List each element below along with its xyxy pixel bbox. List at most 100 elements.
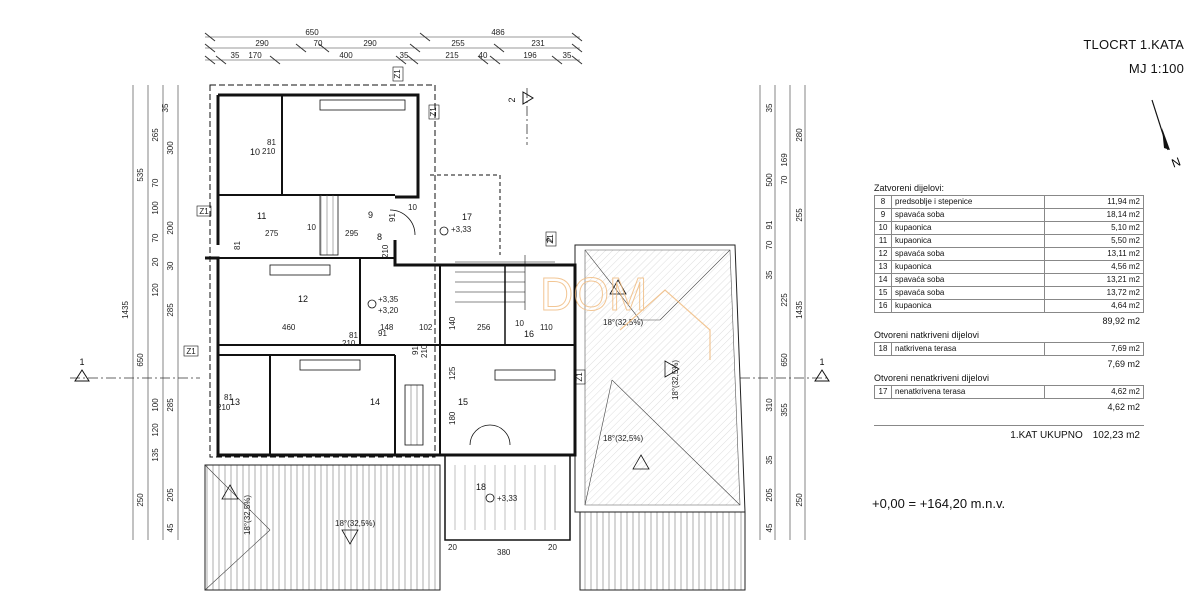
room-no: 11 bbox=[874, 234, 892, 248]
inner-dim-275: 275 bbox=[265, 229, 279, 238]
dim-right-12: 650 bbox=[780, 353, 789, 367]
room-area: 13,11 m2 bbox=[1044, 247, 1144, 261]
covered-parts-header: Otvoreni natkriveni dijelovi bbox=[874, 330, 980, 340]
dim-left-11: 30 bbox=[166, 261, 175, 270]
dim-left-21: 45 bbox=[166, 523, 175, 532]
inner-dim-81a: 81 bbox=[267, 138, 276, 147]
dim-top-35c: 35 bbox=[563, 51, 572, 60]
inner-dim-81d: 81 bbox=[349, 331, 358, 340]
dim-left-18: 135 bbox=[151, 448, 160, 462]
dim-top-650: 650 bbox=[305, 28, 319, 37]
room-no: 15 bbox=[874, 286, 892, 300]
room-area: 13,21 m2 bbox=[1044, 273, 1144, 287]
dim-right-3: 500 bbox=[765, 173, 774, 187]
dim-right-5: 169 bbox=[780, 153, 789, 167]
level-markers: +3,33 +3,35 +3,20 +3,33 bbox=[367, 225, 518, 503]
inner-dim-210b: 210 bbox=[342, 339, 356, 348]
room-area: 5,10 m2 bbox=[1044, 221, 1144, 235]
room-name: kupaonica bbox=[891, 234, 1045, 248]
grand-total-value: 102,23 m2 bbox=[1092, 430, 1140, 441]
dim-left-19: 250 bbox=[136, 493, 145, 507]
dim-right-16: 250 bbox=[795, 493, 804, 507]
room-name: natkrivena terasa bbox=[891, 342, 1045, 356]
drawing-scale: MJ 1:100 bbox=[1128, 61, 1184, 76]
dim-top-40: 40 bbox=[479, 51, 488, 60]
room-10: 10 bbox=[250, 147, 260, 157]
inner-dim-180: 180 bbox=[448, 411, 457, 425]
watermark-house-logo bbox=[619, 289, 711, 360]
room-name: kupaonica bbox=[891, 260, 1045, 274]
roof-right bbox=[574, 244, 746, 513]
dim-top-290a: 290 bbox=[255, 39, 269, 48]
watermark-text: DOM bbox=[540, 268, 647, 320]
tag-z1-left-2: Z1 bbox=[186, 347, 196, 356]
inner-dim-10b: 10 bbox=[515, 319, 524, 328]
room-name: spavaća soba bbox=[891, 273, 1045, 287]
dim-left-13: 650 bbox=[136, 353, 145, 367]
dim-left-8: 70 bbox=[151, 233, 160, 242]
dim-right-17: 205 bbox=[765, 488, 774, 502]
covered-parts-total: 7,69 m2 bbox=[1107, 359, 1140, 369]
roof-arrow-1 bbox=[609, 279, 627, 295]
roof-slope-3: 18°(32,5%) bbox=[603, 434, 643, 443]
room-area: 4,56 m2 bbox=[1044, 260, 1144, 274]
dim-left-20: 205 bbox=[166, 488, 175, 502]
room-no: 8 bbox=[874, 195, 892, 209]
inner-dim-140: 140 bbox=[448, 316, 457, 330]
inner-dim-256: 256 bbox=[477, 323, 491, 332]
roof-slope-4: 18°(32,5%) bbox=[243, 495, 252, 535]
inner-dim-460: 460 bbox=[282, 323, 296, 332]
room-name: spavaća soba bbox=[891, 286, 1045, 300]
roof-slope-5: 18°(32,5%) bbox=[335, 519, 375, 528]
house-walls bbox=[205, 84, 577, 541]
left-dimension-chain bbox=[132, 85, 179, 540]
roof-arrow-4 bbox=[221, 484, 239, 500]
inner-dim-110: 110 bbox=[540, 323, 553, 332]
drawing-title-block: TLOCRT 1.KATA MJ 1:100 bbox=[1083, 33, 1184, 81]
closed-parts-header: Zatvoreni dijelovi: bbox=[874, 183, 945, 193]
room-area: 13,72 m2 bbox=[1044, 286, 1144, 300]
dim-top-215: 215 bbox=[445, 51, 459, 60]
room-14: 14 bbox=[370, 397, 380, 407]
section-label-1-right: 1 bbox=[819, 357, 824, 367]
north-label: N bbox=[1170, 154, 1183, 170]
inner-dimensions: 275 10 295 460 148 102 256 10 110 380 20… bbox=[217, 138, 557, 557]
roof-slope-labels: 18°(32,5%) 18°(32,5%) 18°(32,5%) 18°(32,… bbox=[221, 279, 680, 545]
closed-parts-total: 89,92 m2 bbox=[1102, 316, 1140, 326]
room-8: 8 bbox=[377, 232, 382, 242]
watermark: DOM bbox=[540, 268, 711, 360]
tag-z1-right-2: Z1 bbox=[546, 234, 555, 244]
room-no: 14 bbox=[874, 273, 892, 287]
roof-bottom-left bbox=[204, 464, 441, 591]
room-13: 13 bbox=[230, 397, 240, 407]
inner-dim-148: 148 bbox=[380, 323, 394, 332]
room-area: 4,64 m2 bbox=[1044, 299, 1144, 313]
north-arrow-icon: N bbox=[1151, 99, 1183, 171]
total-divider bbox=[874, 425, 1144, 426]
inner-dim-210d: 210 bbox=[381, 244, 390, 258]
open-parts-total: 4,62 m2 bbox=[1107, 402, 1140, 412]
room-name: nenatkrivena terasa bbox=[891, 385, 1045, 399]
inner-dim-81b: 81 bbox=[233, 241, 242, 250]
dim-right-11: 1435 bbox=[795, 301, 804, 319]
room-no: 12 bbox=[874, 247, 892, 261]
dim-left-10: 120 bbox=[151, 283, 160, 297]
dim-left-4: 535 bbox=[136, 168, 145, 182]
section-arrow-left bbox=[74, 369, 90, 382]
dim-top-170: 170 bbox=[248, 51, 262, 60]
inner-dim-91a: 91 bbox=[388, 213, 397, 222]
left-dimension-labels: 35 265 300 535 70 100 200 70 20 120 30 2… bbox=[121, 103, 175, 532]
open-parts-header: Otvoreni nenatkriveni dijelovi bbox=[874, 373, 990, 383]
room-area: 7,69 m2 bbox=[1044, 342, 1144, 356]
inner-dim-10c: 10 bbox=[408, 203, 417, 212]
tag-z1-left-1: Z1 bbox=[199, 207, 209, 216]
inner-dim-210c: 210 bbox=[217, 403, 231, 412]
level-8a: +3,35 bbox=[378, 295, 399, 304]
drawing-title: TLOCRT 1.KATA bbox=[1083, 37, 1184, 52]
